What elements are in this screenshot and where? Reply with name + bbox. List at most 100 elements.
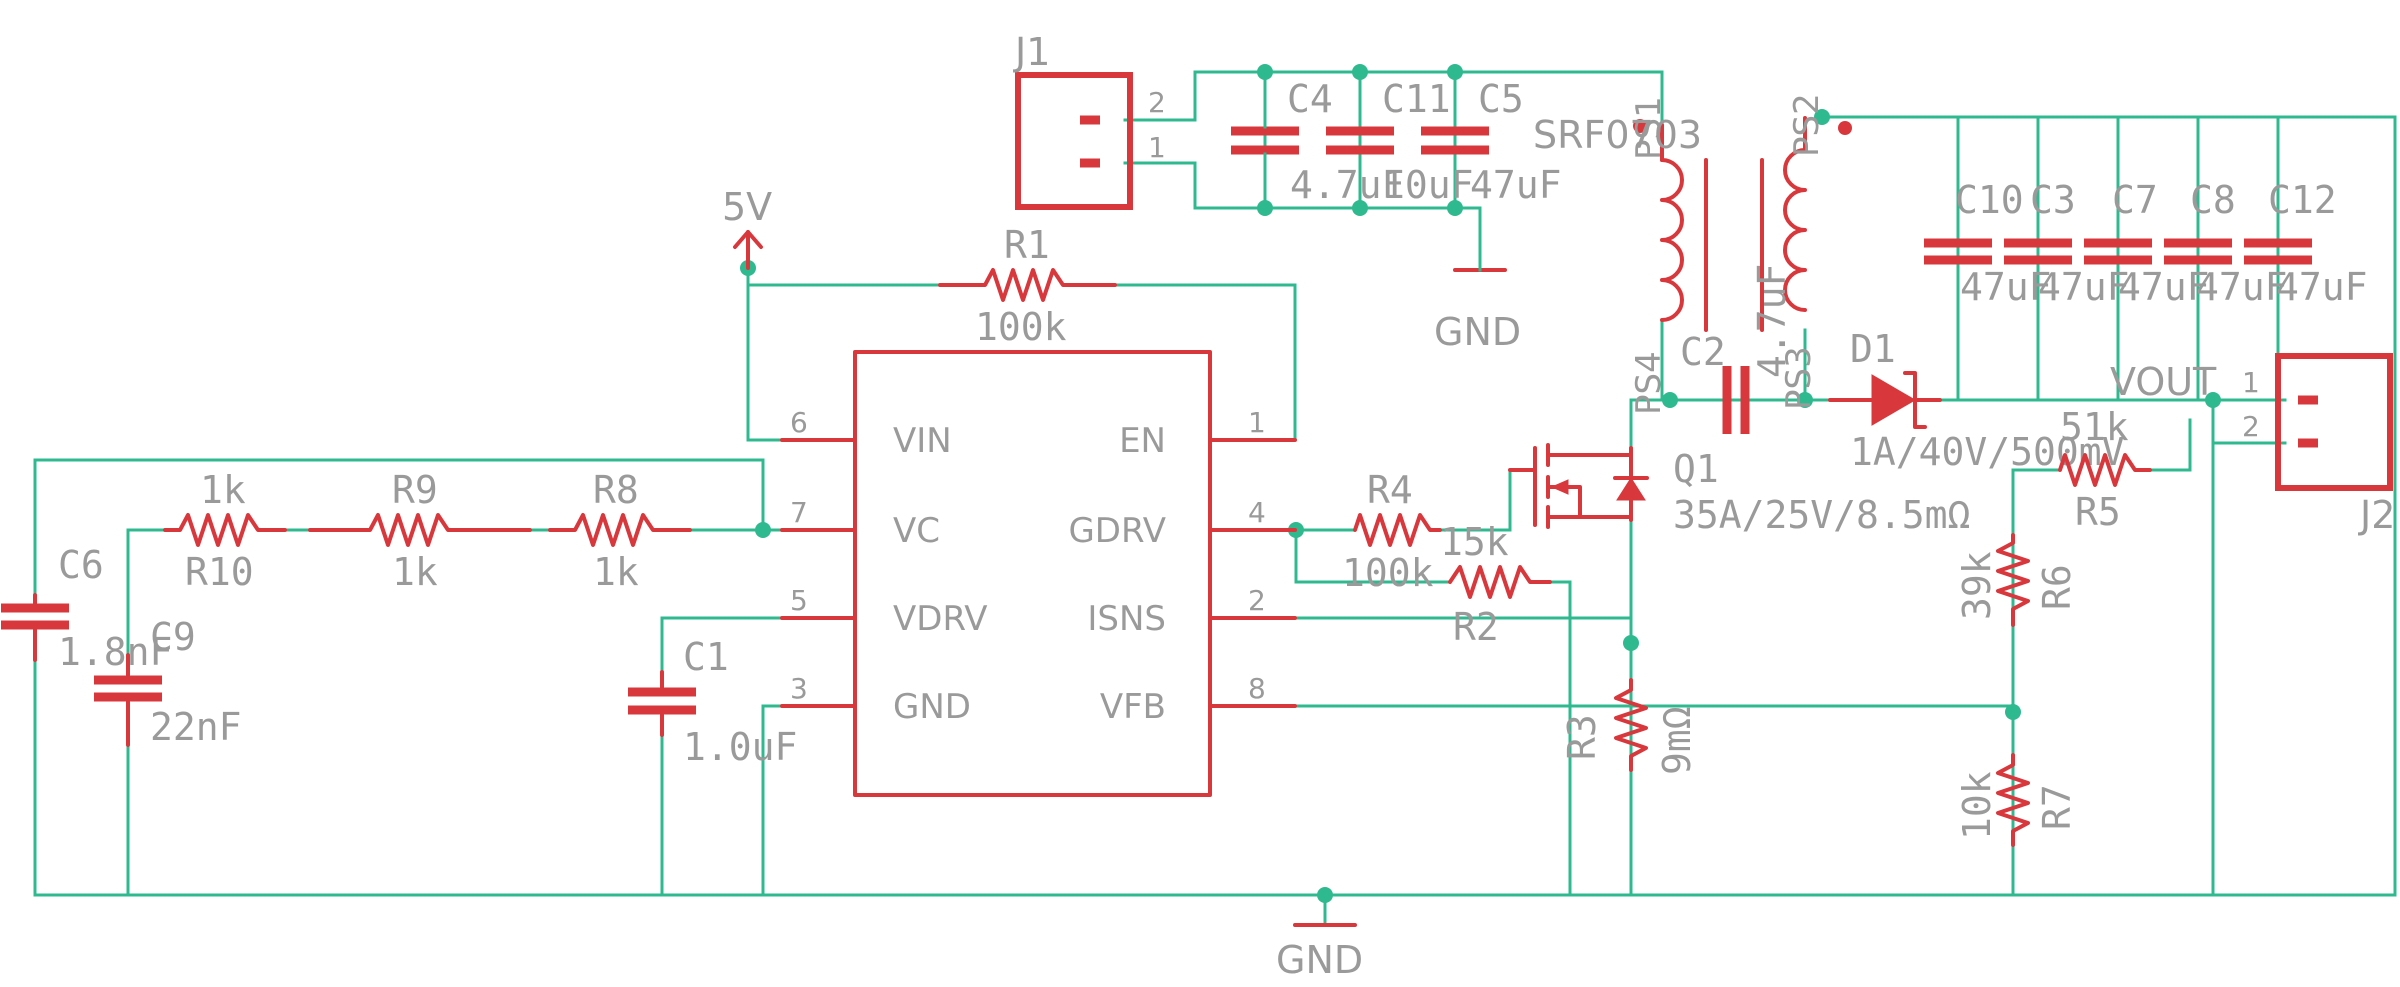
- c2-ref: C2: [1680, 330, 1726, 374]
- c7-value: 47uF: [2118, 265, 2210, 309]
- supply-5v: 5V: [722, 185, 772, 270]
- capacitor-c1: C1 1.0uF: [628, 635, 797, 769]
- c10-ref: C10: [1955, 178, 2024, 222]
- c12-ref: C12: [2268, 178, 2337, 222]
- c7-ref: C7: [2112, 178, 2158, 222]
- pin-num-gnd: 3: [790, 672, 808, 705]
- r3-value: 9mΩ: [1655, 706, 1699, 775]
- j1-pin1: 1: [1148, 131, 1166, 164]
- pin-name-vin: VIN: [893, 421, 952, 461]
- q1-value: 35A/25V/8.5mΩ: [1673, 493, 1970, 537]
- capacitor-c10: C10 47uF: [1924, 178, 2052, 309]
- j1-ref: J1: [1013, 30, 1050, 74]
- c3-value: 47uF: [2038, 265, 2130, 309]
- pin-name-vfb: VFB: [1100, 687, 1166, 727]
- resistor-r7: 10k R7: [1955, 753, 2079, 847]
- c4-value: 4.7uF: [1290, 163, 1404, 207]
- c8-value: 47uF: [2196, 265, 2288, 309]
- r2-value: 15k: [1440, 520, 1509, 564]
- capacitor-c5: C5 47uF: [1421, 77, 1562, 207]
- resistor-r8: R8 1k: [548, 468, 692, 594]
- c10-value: 47uF: [1960, 265, 2052, 309]
- c1-value: 1.0uF: [683, 725, 797, 769]
- diode-d1: D1 1A/40V/500mV: [1828, 327, 2125, 474]
- resistor-r1: R1 100k: [938, 223, 1117, 349]
- r4-value: 100k: [1342, 551, 1434, 595]
- connector-j2: J2 1 2: [2242, 353, 2395, 537]
- capacitor-c3: C3 47uF: [2004, 178, 2130, 309]
- mosfet-q1: Q1 35A/25V/8.5mΩ: [1508, 443, 1970, 537]
- c6-ref: C6: [58, 543, 104, 587]
- pin-num-vfb: 8: [1248, 672, 1266, 705]
- r7-ref: R7: [2035, 784, 2079, 830]
- resistor-r4: R4 100k: [1342, 468, 1442, 595]
- c5-ref: C5: [1478, 77, 1524, 121]
- j2-ref: J2: [2358, 493, 2395, 537]
- pin-name-gnd: GND: [893, 687, 971, 727]
- gnd-top-label: GND: [1434, 310, 1521, 354]
- c8-ref: C8: [2190, 178, 2236, 222]
- capacitor-c4: C4 4.7uF: [1231, 70, 1404, 210]
- ground-symbol-bottom: GND: [1276, 923, 1363, 982]
- j2-pin2: 2: [2242, 410, 2260, 443]
- c11-value: 10uF: [1382, 163, 1474, 207]
- r8-value: 1k: [593, 550, 639, 594]
- c2-value: 4.7uF: [1750, 264, 1794, 378]
- c11-ref: C11: [1382, 77, 1451, 121]
- c9-ref: C9: [150, 615, 196, 659]
- c1-ref: C1: [683, 635, 729, 679]
- resistor-r10: 1k R10: [163, 468, 287, 594]
- resistor-r3: R3 9mΩ: [1560, 678, 1699, 775]
- r3-ref: R3: [1560, 714, 1604, 760]
- capacitor-c2: C2 4.7uF: [1680, 264, 1794, 434]
- capacitor-c12: C12 47uF: [2244, 178, 2368, 309]
- j1-pin2: 2: [1148, 86, 1166, 119]
- r6-ref: R6: [2035, 564, 2079, 610]
- r9-ref: R9: [392, 468, 438, 512]
- resistor-r2: 15k R2: [1440, 520, 1552, 649]
- c5-value: 47uF: [1470, 163, 1562, 207]
- r8-ref: R8: [593, 468, 639, 512]
- vout-label: VOUT: [2110, 360, 2217, 404]
- junctions: [740, 64, 2221, 903]
- r1-value: 100k: [975, 305, 1067, 349]
- d1-value: 1A/40V/500mV: [1850, 430, 2125, 474]
- c12-value: 47uF: [2276, 265, 2368, 309]
- r5-value: 51k: [2060, 405, 2129, 449]
- c4-ref: C4: [1287, 77, 1333, 121]
- pin-num-gdrv: 4: [1248, 496, 1266, 529]
- ps4-label: PS4: [1629, 351, 1669, 415]
- vin-label: 5V: [722, 185, 772, 229]
- r1-ref: R1: [1004, 223, 1050, 267]
- r6-value: 39k: [1955, 551, 1999, 620]
- r2-ref: R2: [1453, 605, 1499, 649]
- pin-num-en: 1: [1248, 406, 1266, 439]
- pin-name-vc: VC: [893, 511, 940, 551]
- resistor-r9: R9 1k: [308, 468, 532, 594]
- d1-ref: D1: [1850, 327, 1896, 371]
- j2-pin1: 1: [2242, 366, 2260, 399]
- pin-name-en: EN: [1119, 421, 1166, 461]
- capacitor-c11: C11 10uF: [1326, 77, 1474, 207]
- capacitor-c8: C8 47uF: [2164, 178, 2288, 309]
- pin-num-isns: 2: [1248, 584, 1266, 617]
- connector-j1: J1 2 1: [1013, 30, 1166, 210]
- pin-name-vdrv: VDRV: [893, 599, 987, 639]
- r5-ref: R5: [2075, 490, 2121, 534]
- capacitor-c6: C6 1.8nF: [1, 543, 172, 674]
- controller-ic: 6 7 5 3 1 4 2 8 VIN VC VDRV GND EN GDRV …: [780, 350, 1297, 797]
- ps2-label: PS2: [1787, 93, 1827, 157]
- q1-ref: Q1: [1673, 447, 1719, 491]
- inductor-part: SRF0703: [1533, 113, 1702, 157]
- c3-ref: C3: [2030, 178, 2076, 222]
- coupled-inductor: SRF0703 PS1 PS2 PS3 PS4: [1533, 93, 1852, 415]
- gnd-bottom-label: GND: [1276, 938, 1363, 982]
- r10-ref: R10: [185, 550, 254, 594]
- c9-value: 22nF: [150, 705, 242, 749]
- capacitor-c9: C9 22nF: [94, 615, 242, 749]
- r9-value: 1k: [392, 550, 438, 594]
- ground-symbol-top: GND: [1434, 248, 1521, 354]
- pin-name-isns: ISNS: [1087, 599, 1166, 639]
- pin-num-vdrv: 5: [790, 584, 808, 617]
